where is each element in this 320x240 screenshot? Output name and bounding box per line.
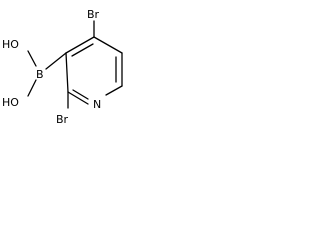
bond-n1-c2 [67,91,89,105]
bond-b-oh-upper [27,50,37,67]
bond-c2-c3 [65,52,69,93]
bond-c6-n1 [105,85,123,96]
bond-c3-b [45,52,67,70]
atom-label-boron: B [36,68,44,81]
bond-c3-c4-double [71,43,94,57]
bond-b-oh-lower [27,79,37,97]
atom-label-hydroxyl-lower: HO [2,96,19,109]
atom-labels: Br B N Br HO HO [2,8,101,126]
ring-bonds [65,36,123,105]
substituent-bonds [27,20,95,109]
atom-label-hydroxyl-upper: HO [2,38,19,51]
atom-label-nitrogen: N [93,98,101,111]
bond-c3-c4 [65,36,95,54]
bond-c4-c5 [93,36,123,54]
atom-label-br-bottom: Br [56,113,69,126]
atom-label-br-top: Br [87,8,100,21]
chemical-structure: Br B N Br HO HO [2,8,123,126]
bond-n1-c2-double [72,89,89,100]
